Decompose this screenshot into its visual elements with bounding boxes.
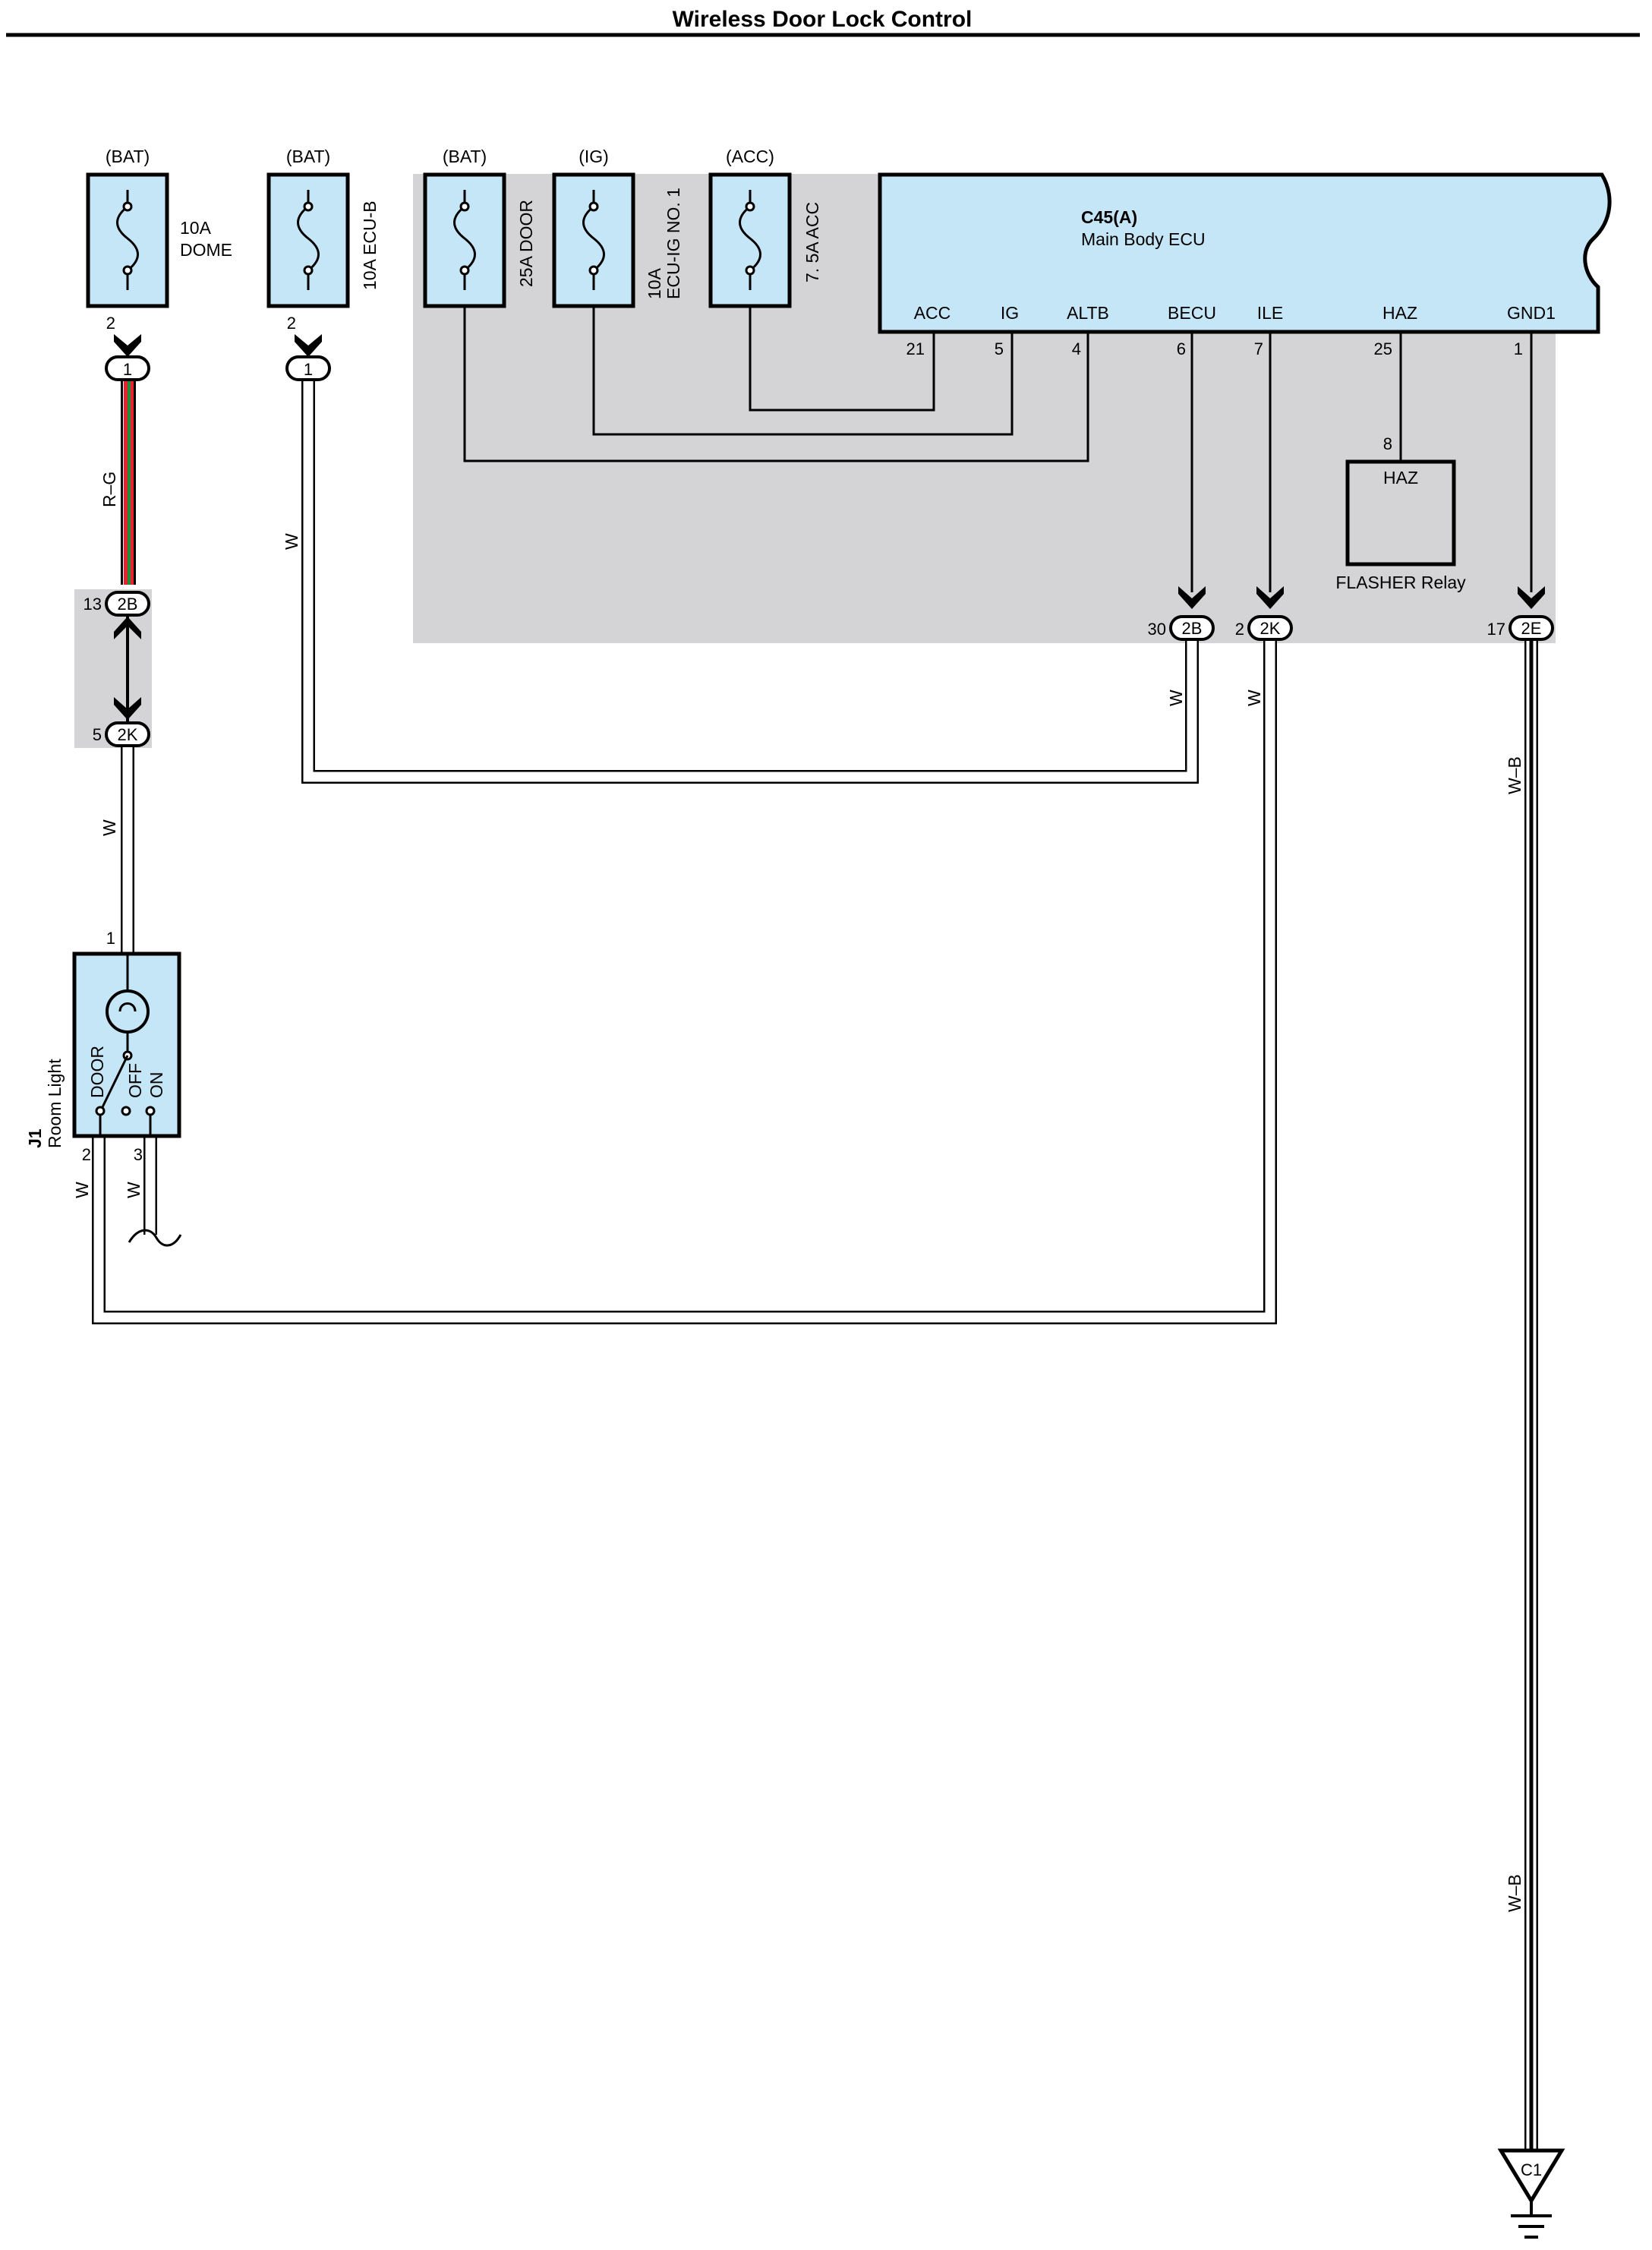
svg-text:W: W <box>72 1182 92 1198</box>
svg-text:2: 2 <box>106 314 115 333</box>
svg-text:ALTB: ALTB <box>1067 303 1109 323</box>
svg-text:C45(A): C45(A) <box>1081 207 1137 227</box>
svg-text:6: 6 <box>1177 339 1186 358</box>
svg-text:W–B: W–B <box>1505 756 1524 794</box>
svg-text:17: 17 <box>1487 620 1505 639</box>
svg-text:1: 1 <box>106 929 115 948</box>
fuse-icon <box>739 190 761 290</box>
svg-text:R–G: R–G <box>99 472 119 507</box>
svg-text:Room Light: Room Light <box>45 1059 65 1148</box>
svg-text:25A DOOR: 25A DOOR <box>516 200 536 287</box>
svg-text:2E: 2E <box>1521 619 1542 638</box>
svg-text:7. 5A ACC: 7. 5A ACC <box>802 202 822 282</box>
wire-ile-to-room-light <box>92 627 1277 1324</box>
fuse-icon <box>582 190 605 290</box>
svg-text:21: 21 <box>906 339 925 358</box>
fuse-icon <box>297 190 320 290</box>
svg-text:(BAT): (BAT) <box>106 147 150 166</box>
svg-text:10A: 10A <box>180 218 212 238</box>
fuse-icon <box>116 190 139 290</box>
wire-ecu-b-to-becu <box>301 380 1199 784</box>
svg-text:W: W <box>99 819 119 836</box>
svg-text:(ACC): (ACC) <box>726 147 774 166</box>
svg-text:3: 3 <box>134 1145 143 1164</box>
svg-text:Main Body ECU: Main Body ECU <box>1081 229 1206 249</box>
internal-wires <box>463 306 1402 462</box>
svg-text:W: W <box>1166 690 1186 706</box>
svg-text:J1: J1 <box>25 1128 45 1148</box>
svg-text:(BAT): (BAT) <box>286 147 330 166</box>
fuse-dome: (BAT) 10A DOME <box>86 147 232 308</box>
svg-text:FLASHER Relay: FLASHER Relay <box>1335 573 1466 592</box>
connector-ecu-b-1: 2 1 <box>285 314 331 381</box>
svg-text:C1: C1 <box>1521 2160 1542 2179</box>
svg-text:W–B: W–B <box>1505 1874 1524 1912</box>
main-body-ecu: C45(A) Main Body ECU ACC IG ALTB BECU IL… <box>878 172 1612 334</box>
svg-text:BECU: BECU <box>1168 303 1216 323</box>
svg-text:(IG): (IG) <box>579 147 609 166</box>
connector-2k-2: 2 2K <box>1235 332 1293 641</box>
diagram-title: Wireless Door Lock Control <box>673 7 973 32</box>
svg-text:5: 5 <box>995 339 1004 358</box>
wire-dome-r-g <box>121 381 136 585</box>
connector-2k-5: 5 2K <box>93 697 150 747</box>
svg-text:HAZ: HAZ <box>1383 468 1418 488</box>
connector-dome-1: 2 1 <box>105 314 150 381</box>
svg-text:DOME: DOME <box>180 240 232 260</box>
svg-text:2: 2 <box>287 314 296 333</box>
svg-text:HAZ: HAZ <box>1382 303 1417 323</box>
fuse-icon <box>453 190 476 290</box>
svg-text:10A ECU-B: 10A ECU-B <box>360 200 380 290</box>
wire-break-icon <box>128 1229 182 1247</box>
svg-text:IG: IG <box>1001 303 1019 323</box>
svg-text:1: 1 <box>1514 339 1523 358</box>
svg-text:W: W <box>282 533 301 550</box>
svg-text:W: W <box>1244 690 1264 706</box>
svg-text:30: 30 <box>1148 620 1166 639</box>
ecu-pin-numbers: 21 5 4 6 7 25 1 <box>906 339 1523 358</box>
svg-text:7: 7 <box>1254 339 1263 358</box>
fuse-ecu-b: (BAT) 10A ECU-B <box>266 147 380 308</box>
ground-c1: C1 <box>1497 2148 1565 2239</box>
svg-text:OFF: OFF <box>125 1063 145 1098</box>
fuse-door: (BAT) 25A DOOR <box>423 147 536 308</box>
svg-text:GND1: GND1 <box>1507 303 1556 323</box>
svg-text:8: 8 <box>1383 434 1392 453</box>
svg-text:25: 25 <box>1374 339 1392 358</box>
svg-text:ECU-IG NO. 1: ECU-IG NO. 1 <box>664 188 683 299</box>
fuse-ecu-ig: (IG) 10A ECU-IG NO. 1 <box>552 147 683 308</box>
svg-text:2K: 2K <box>1260 619 1281 638</box>
svg-text:5: 5 <box>93 725 102 744</box>
connector-2b-30: 30 2B <box>1148 332 1215 641</box>
wire-labels: R–G W W W W W W W–B W–B <box>72 472 1524 1912</box>
flasher-relay: 8 HAZ FLASHER Relay <box>1335 434 1466 592</box>
svg-text:ON: ON <box>147 1072 166 1099</box>
svg-text:2: 2 <box>82 1145 91 1164</box>
switch-lever-icon <box>100 1055 129 1109</box>
svg-text:DOOR: DOOR <box>87 1046 107 1098</box>
svg-text:1: 1 <box>123 360 132 379</box>
room-light-j1: 1 DOOR OFF ON J1 Room Light 2 3 <box>25 929 181 1164</box>
svg-text:W: W <box>124 1182 143 1198</box>
connector-2b-13: 13 2B <box>84 591 150 639</box>
connector-2e-17: 17 2E <box>1487 332 1554 641</box>
svg-text:2B: 2B <box>118 595 138 614</box>
svg-text:10A: 10A <box>645 267 664 299</box>
svg-text:(BAT): (BAT) <box>443 147 487 166</box>
svg-text:2K: 2K <box>118 725 138 744</box>
svg-text:4: 4 <box>1072 339 1081 358</box>
svg-text:ILE: ILE <box>1257 303 1284 323</box>
svg-text:ACC: ACC <box>914 303 951 323</box>
fuse-acc: (ACC) 7. 5A ACC <box>708 147 822 308</box>
svg-text:13: 13 <box>84 595 102 614</box>
svg-text:2B: 2B <box>1182 619 1203 638</box>
svg-text:1: 1 <box>304 360 313 379</box>
svg-text:2: 2 <box>1235 620 1244 639</box>
